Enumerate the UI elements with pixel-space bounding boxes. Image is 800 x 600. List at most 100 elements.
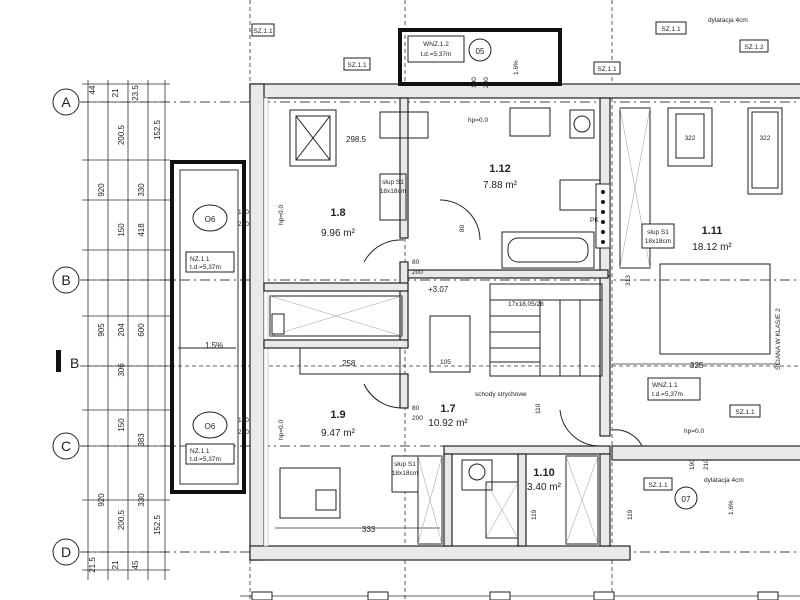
axis-circle-d (52, 538, 80, 566)
dim-outer-1: 920 (97, 183, 106, 197)
axis-label-b: B (61, 272, 70, 288)
balcony-left: 1.5% (170, 160, 246, 494)
dim-230-l1: 230 (238, 221, 249, 228)
tag-wnz12: WNZ.1.2 (423, 41, 449, 48)
wall-note: ŚCIANA W KLASIE 2 (773, 308, 782, 370)
dim-298-5: 298.5 (346, 135, 367, 144)
axis-circle-a (52, 88, 80, 116)
dim-inner-5: 330 (137, 493, 146, 507)
tag-wnz12-td: t.d.=5,37m (421, 51, 452, 58)
balcony-slope: 1.5% (205, 341, 223, 350)
tag-dylatacja-top: dylatacja 4cm (708, 17, 748, 24)
tag-pk: PK (590, 217, 599, 224)
column-s1-a-dim: 18x18cm (380, 188, 406, 195)
room-1-11-id: 1.11 (702, 225, 723, 237)
opening-05-label: 05 (476, 47, 485, 56)
door-swings (363, 199, 643, 447)
dim-top-a: 44 (88, 85, 97, 94)
opening-05-circle (468, 38, 492, 62)
hp-room19: hp=0.0 (278, 420, 285, 440)
opening-07-circle (674, 486, 698, 510)
tag-wnz11: WNZ.1.1 (652, 382, 678, 389)
column-s1-c-dim: 18x18cm (645, 238, 671, 245)
hp-room111: hp=0.0 (684, 428, 704, 435)
dim-210: 210 (703, 459, 710, 470)
bottom-marks (240, 591, 800, 600)
section-marker (56, 350, 61, 372)
dim-322-a: 322 (685, 135, 696, 142)
tag-sz11-4: SZ.1.1 (661, 26, 681, 33)
wardrobe-18 (269, 295, 403, 337)
dim-bottom-c: 45 (131, 560, 140, 569)
dim-mid-4: 204 (117, 323, 126, 337)
tag-nz11-td-bottom: t.d.=5,37m (190, 456, 221, 463)
dim-top-b: 21 (111, 88, 120, 97)
slope-top: 1.6% (513, 60, 520, 75)
axis-label-c: C (61, 438, 71, 454)
dim-80-door17: 80 (412, 405, 420, 412)
dim-322-b: 322 (760, 135, 771, 142)
dim-outer-3: 920 (97, 493, 106, 507)
dim-313: 313 (625, 275, 632, 286)
dim-small-1: 152.5 (153, 119, 162, 140)
tag-dylatacja-bottom: dylatacja 4cm (704, 477, 744, 484)
tag-boxes: SZ.1.1 SZ.1.1 SZ.1.1 SZ.1.1 dylatacja 4c… (251, 17, 769, 515)
room-1-12: hp=0.0 1.12 7.88 m² PK 80 (459, 107, 611, 269)
dim-200-door17: 200 (412, 415, 423, 422)
room-1-9-area: 9.47 m² (321, 428, 356, 439)
top-bay: WNZ.1.2 t.d.=5,37m 05 100 230 1.6% (398, 28, 562, 88)
dim-100: 100 (471, 77, 478, 88)
tag-sz11-2: SZ.1.1 (347, 62, 367, 69)
dim-inner-2: 418 (137, 223, 146, 237)
dim-mid-2: 150 (117, 223, 126, 237)
tag-nz11-bottom: NZ.1.1 (190, 448, 210, 455)
room-1-8-area: 9.96 m² (321, 228, 356, 239)
window-o6-top: O6 (205, 215, 216, 224)
dim-119-a: 119 (531, 509, 538, 520)
dim-80-door18: 80 (412, 259, 420, 266)
axis-circle-b (52, 266, 80, 294)
dim-mid-5: 150 (117, 418, 126, 432)
dim-258: 258 (342, 359, 356, 368)
tag-nz11-td-top: t.d.=5,37m (190, 264, 221, 271)
hp-room112: hp=0.0 (468, 117, 488, 124)
axis-markers: A B C D B (52, 88, 80, 566)
column-s1-b: słup S1 (394, 461, 416, 468)
window-o6-bottom: O6 (205, 422, 216, 431)
outer-walls (249, 83, 800, 561)
tag-sz11-6: SZ.1.1 (648, 482, 668, 489)
hp-room18: hp=0.0 (278, 205, 285, 225)
level-mark: +3.07 (428, 285, 449, 294)
slope-bottom: 1.6% (728, 500, 735, 515)
dim-bottom-a: 21.5 (88, 557, 97, 573)
tag-sz11-3: SZ.1.1 (597, 66, 617, 73)
tag-sz11-1: SZ.1.1 (253, 28, 273, 35)
tag-wnz11-td: t.d.=5,37m (652, 391, 683, 398)
dim-150-top: 150 (238, 209, 249, 216)
room-1-11-area: 18.12 m² (692, 242, 732, 253)
dim-80-bath: 80 (459, 224, 466, 232)
room-1-7-area: 10.92 m² (428, 418, 468, 429)
dim-mid-6: 200.5 (117, 509, 126, 530)
dim-inner-1: 330 (137, 183, 146, 197)
dim-mid-1: 200.5 (117, 124, 126, 145)
room-1-12-id: 1.12 (489, 163, 510, 175)
axis-circle-c (52, 432, 80, 460)
room-1-10-area: 3.40 m² (527, 482, 562, 493)
section-label-b: B (70, 355, 79, 371)
tag-nz11-top: NZ.1.1 (190, 256, 210, 263)
staircase: +3.07 17x18,05/28 105 schody strychowe 1… (412, 259, 603, 429)
dim-333: 333 (362, 525, 376, 534)
axis-label-a: A (61, 94, 71, 110)
dim-119-b: 119 (627, 509, 634, 520)
tag-sz11-5: SZ.1.1 (735, 409, 755, 416)
room-1-10: 1.10 3.40 m² 119 119 (461, 455, 634, 545)
tag-sz12: SZ.1.2 (744, 44, 764, 51)
room-1-11: 322 322 słup S1 18x18cm 1.11 18.12 m² 31… (612, 107, 783, 435)
dim-outer-2: 905 (97, 323, 106, 337)
room-1-12-area: 7.88 m² (483, 180, 518, 191)
room-1-9: 258 1.9 9.47 m² 333 słup S1 18x18cm (275, 347, 443, 545)
room-1-8: 298.5 słup S1 18x18cm 1.8 9.96 m² (289, 109, 429, 239)
dim-bottom-b: 21 (111, 560, 120, 569)
